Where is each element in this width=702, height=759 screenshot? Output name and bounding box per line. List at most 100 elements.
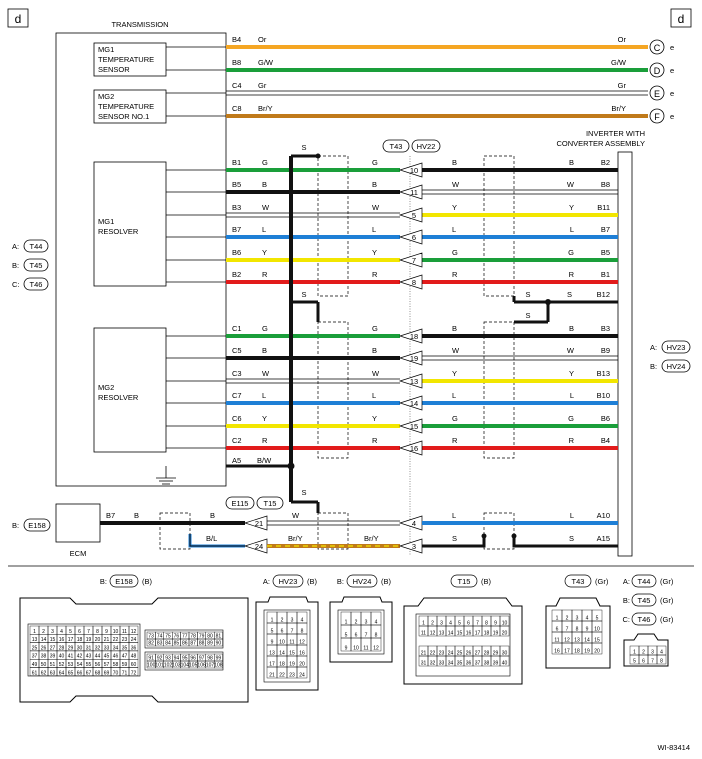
right-connector-refs: A: HV23 B: HV24 — [650, 340, 691, 373]
pin-number: 2 — [281, 618, 284, 624]
pin-number: 18 — [279, 662, 285, 668]
pin-number: 48 — [131, 654, 137, 660]
pin-number: 43 — [86, 654, 92, 660]
pin-number: 56 — [95, 662, 101, 668]
pin-number: 6 — [467, 621, 470, 627]
mg2-resolver-line2: RESOLVER — [98, 393, 139, 402]
right-color-a-1: W — [452, 180, 460, 189]
pin-number: 2 — [566, 616, 569, 622]
right-color-b-3: L — [570, 225, 574, 234]
pin-number: 55 — [86, 662, 92, 668]
offpage-letter-3: F — [654, 112, 660, 122]
pin-number: 8 — [485, 621, 488, 627]
pin-number: 93 — [165, 656, 171, 662]
ref-hv23-prefix: A: — [650, 343, 657, 352]
ecm-a15-pin: A15 — [597, 534, 610, 543]
pin-number: 45 — [104, 654, 110, 660]
pin-number: 100 — [147, 663, 156, 669]
junction-pin-14-num: 14 — [410, 399, 418, 408]
mg2-temp-sensor-line1: MG2 — [98, 92, 114, 101]
pin-number: 53 — [68, 662, 74, 668]
right-pin-4: B5 — [601, 248, 610, 257]
junction-pin-19-num: 19 — [410, 354, 418, 363]
pin-number: 24 — [131, 637, 137, 643]
pin-number: 17 — [68, 637, 74, 643]
mg2-resolver-line1: MG2 — [98, 383, 114, 392]
pin-number: 11 — [289, 640, 294, 646]
pin-number: 39 — [493, 661, 499, 667]
pin-number: 15 — [289, 651, 295, 657]
junction-pin-6-num: 6 — [412, 233, 416, 242]
pin-number: 16 — [59, 637, 65, 643]
pin-number: 39 — [50, 654, 56, 660]
cv-code-1: HV23 — [279, 577, 298, 586]
right-color-a-7: W — [452, 346, 460, 355]
pin-number: 63 — [50, 670, 56, 676]
ref-hv23-code: HV23 — [667, 343, 686, 352]
pin-number: 8 — [301, 629, 304, 635]
ref-b-prefix: B: — [12, 261, 19, 270]
left-color-a-7: B — [262, 346, 267, 355]
connector-view-header-hv23: A:HV23(B) — [263, 574, 318, 588]
pin-number: 82 — [148, 641, 154, 647]
mg1-temp-sensor-line3: SENSOR — [98, 65, 130, 74]
pin-number: 23 — [439, 651, 445, 657]
pin-number: 101 — [155, 663, 164, 669]
mg2-resolver-box — [93, 327, 167, 453]
shield-label-right: S — [525, 290, 530, 299]
pin-number: 28 — [484, 651, 490, 657]
right-color-a-8: Y — [452, 369, 457, 378]
pin-number: 51 — [50, 662, 56, 668]
offpage-color-left-2: Gr — [258, 81, 267, 90]
cv-tail-2: (B) — [381, 577, 392, 586]
ecm-box — [55, 503, 101, 543]
ecm-wire-seg2 — [267, 520, 400, 526]
junction-pin-18-num: 18 — [410, 332, 418, 341]
pin-number: 104 — [181, 663, 190, 669]
offpage-color-right-2: Gr — [618, 81, 627, 90]
pin-number: 64 — [59, 670, 65, 676]
right-color-a-10: G — [452, 414, 458, 423]
pin-number: 4 — [60, 629, 63, 635]
junction-pin-6: 6 — [398, 229, 423, 245]
pin-cell — [656, 654, 667, 665]
pin-number: 80 — [207, 634, 213, 640]
cvr-prefix-0: A: — [623, 577, 630, 586]
right-page-ref-box — [670, 8, 692, 28]
pin-number: 15 — [457, 631, 463, 637]
pin-number: 1 — [345, 620, 348, 626]
connector-view-header-t43: T43(Gr) — [564, 574, 609, 588]
left-pin-8: C3 — [232, 369, 242, 378]
offpage-connector-icon — [649, 62, 665, 78]
offpage-suffix-3: e — [670, 112, 674, 121]
offpage-connector-icon — [649, 39, 665, 55]
left-color-a-3: L — [262, 225, 266, 234]
pin-number: 86 — [182, 641, 188, 647]
pin-number: 6 — [642, 659, 645, 665]
pin-number: 90 — [216, 641, 222, 647]
offpage-color-right-1: G/W — [611, 58, 627, 67]
right-color-b-4: G — [568, 248, 574, 257]
pin-number: 25 — [32, 645, 38, 651]
pin-number: 47 — [122, 654, 128, 660]
left-color-a-9: L — [262, 391, 266, 400]
pin-number: 31 — [86, 645, 92, 651]
junction-pin-24: 24 — [243, 538, 268, 554]
pin-number: 44 — [95, 654, 101, 660]
left-color-b-11: R — [372, 436, 378, 445]
pin-number: 76 — [174, 634, 180, 640]
pin-number: 4 — [586, 616, 589, 622]
left-pin-11: C2 — [232, 436, 242, 445]
pin-number: 42 — [77, 654, 83, 660]
pin-number: 13 — [439, 631, 445, 637]
pin-number: 54 — [77, 662, 83, 668]
left-color-b-1: B — [372, 180, 377, 189]
mg1-resolver-line2: RESOLVER — [98, 227, 139, 236]
